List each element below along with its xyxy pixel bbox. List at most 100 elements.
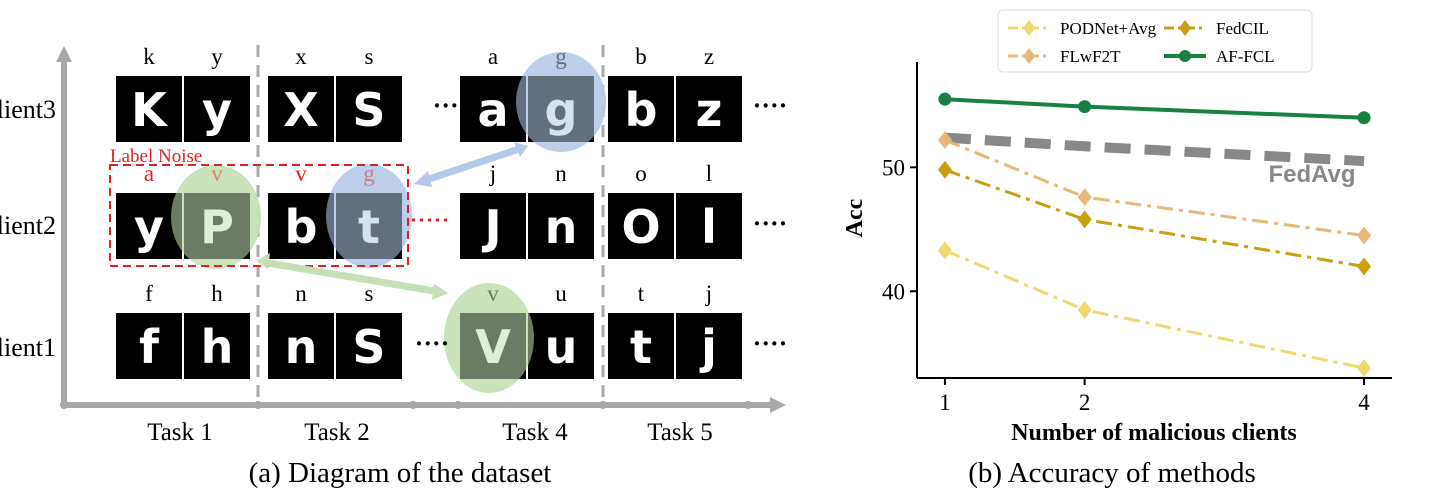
caption-b: (b) Accuracy of methods — [968, 457, 1255, 489]
character-tile — [676, 76, 742, 142]
series-line-fedavg — [944, 132, 1365, 167]
ellipsis-client1-end: ···· — [753, 329, 788, 358]
character-tile — [608, 313, 674, 379]
character-tile — [116, 76, 182, 142]
character-glyph: y — [202, 83, 232, 137]
character-glyph: z — [696, 83, 723, 137]
horizontal-axis-arrow — [770, 397, 786, 413]
character-glyph: n — [545, 200, 578, 254]
data-point — [1357, 111, 1371, 125]
tile-label: t — [638, 281, 645, 306]
x-axis-label: Number of malicious clients — [1011, 420, 1297, 446]
character-tile — [528, 313, 594, 379]
character-glyph: j — [699, 320, 717, 374]
tile-label: s — [365, 281, 374, 306]
data-point — [1357, 226, 1372, 245]
label-noise-box — [109, 164, 409, 267]
character-glyph: K — [131, 83, 169, 137]
tile-label: z — [704, 44, 714, 69]
highlight-overlay — [516, 52, 606, 152]
tile-label: s — [365, 44, 374, 69]
label-noise-text: Label Noise — [110, 146, 202, 167]
ellipsis-client3-end: ···· — [753, 91, 788, 120]
character-glyph: b — [285, 200, 318, 254]
character-glyph: u — [545, 320, 578, 374]
tile-label: k — [143, 44, 155, 69]
tile-label: l — [706, 161, 712, 186]
legend-frame — [997, 9, 1313, 73]
tile-label: n — [295, 281, 307, 306]
legend-marker — [1023, 48, 1035, 64]
character-tile — [184, 313, 250, 379]
task-2-label: Task 2 — [304, 419, 370, 446]
tile-label: o — [635, 161, 647, 186]
tile-label: f — [145, 281, 153, 306]
y-tick-label: 40 — [882, 279, 905, 304]
character-tile — [528, 193, 594, 259]
legend-label: PODNet+Avg — [1060, 19, 1157, 38]
character-glyph: n — [285, 320, 318, 374]
legend-marker — [1179, 50, 1191, 62]
character-glyph: S — [352, 83, 385, 137]
character-glyph: O — [621, 200, 660, 254]
character-glyph: J — [481, 200, 501, 254]
x-tick-label: 4 — [1358, 390, 1370, 415]
link-arrow-blue — [418, 144, 524, 186]
series-line-af-fcl — [944, 97, 1365, 120]
character-tiles: KkyyXxSsaaggbbzzyaPvbvtgJjnnOollffhhnnSs… — [116, 44, 742, 393]
data-point — [937, 160, 952, 179]
legend-marker — [1179, 20, 1191, 36]
character-glyph: t — [630, 320, 652, 374]
character-tile — [460, 76, 526, 142]
y-tick-label: 50 — [882, 155, 905, 180]
dataset-diagram: Client3 Client2 Client1 KkyyXxSsaaggbbzz… — [0, 44, 787, 489]
highlight-overlay — [444, 283, 534, 393]
client3-label: Client3 — [0, 95, 56, 124]
data-point — [1077, 188, 1092, 207]
x-tick-label: 1 — [939, 390, 951, 415]
tile-label: j — [489, 161, 496, 186]
tile-label: y — [211, 44, 223, 69]
character-glyph: h — [201, 320, 234, 374]
character-glyph: a — [477, 83, 508, 137]
ellipsis-client1-mid: ···· — [415, 329, 450, 358]
tile-label: b — [635, 44, 647, 69]
series-line-podnet-avg — [944, 249, 1365, 370]
vertical-axis-arrow — [56, 46, 72, 62]
data-point — [937, 131, 952, 150]
character-tile — [268, 76, 334, 142]
character-tile — [116, 313, 182, 379]
character-tile — [676, 313, 742, 379]
x-tick-label: 2 — [1079, 390, 1091, 415]
legend-label: FLwF2T — [1060, 47, 1121, 66]
character-tile — [608, 193, 674, 259]
y-axis-label: Acc — [842, 198, 868, 237]
data-point — [1078, 100, 1092, 114]
data-point — [938, 92, 952, 106]
character-glyph: X — [283, 83, 318, 137]
legend-label: FedCIL — [1216, 19, 1269, 38]
link-arrow-green — [261, 258, 441, 296]
ellipsis-client2-end: ···· — [753, 209, 788, 238]
tile-label: v — [295, 161, 307, 186]
task-5-label: Task 5 — [647, 419, 713, 446]
tile-label: u — [555, 281, 567, 306]
character-glyph: S — [352, 320, 385, 374]
character-tile — [268, 193, 334, 259]
tile-label: n — [555, 161, 567, 186]
data-point — [1357, 257, 1372, 276]
data-point — [1077, 210, 1092, 229]
tile-label: a — [488, 44, 498, 69]
character-tile — [268, 313, 334, 379]
character-tile — [116, 193, 182, 259]
highlight-overlay — [171, 165, 261, 269]
character-tile — [608, 76, 674, 142]
character-tile — [676, 193, 742, 259]
character-glyph: y — [134, 200, 164, 254]
client1-label: Client1 — [0, 333, 56, 362]
task-4-label: Task 4 — [502, 419, 568, 446]
highlight-overlay — [326, 164, 412, 268]
